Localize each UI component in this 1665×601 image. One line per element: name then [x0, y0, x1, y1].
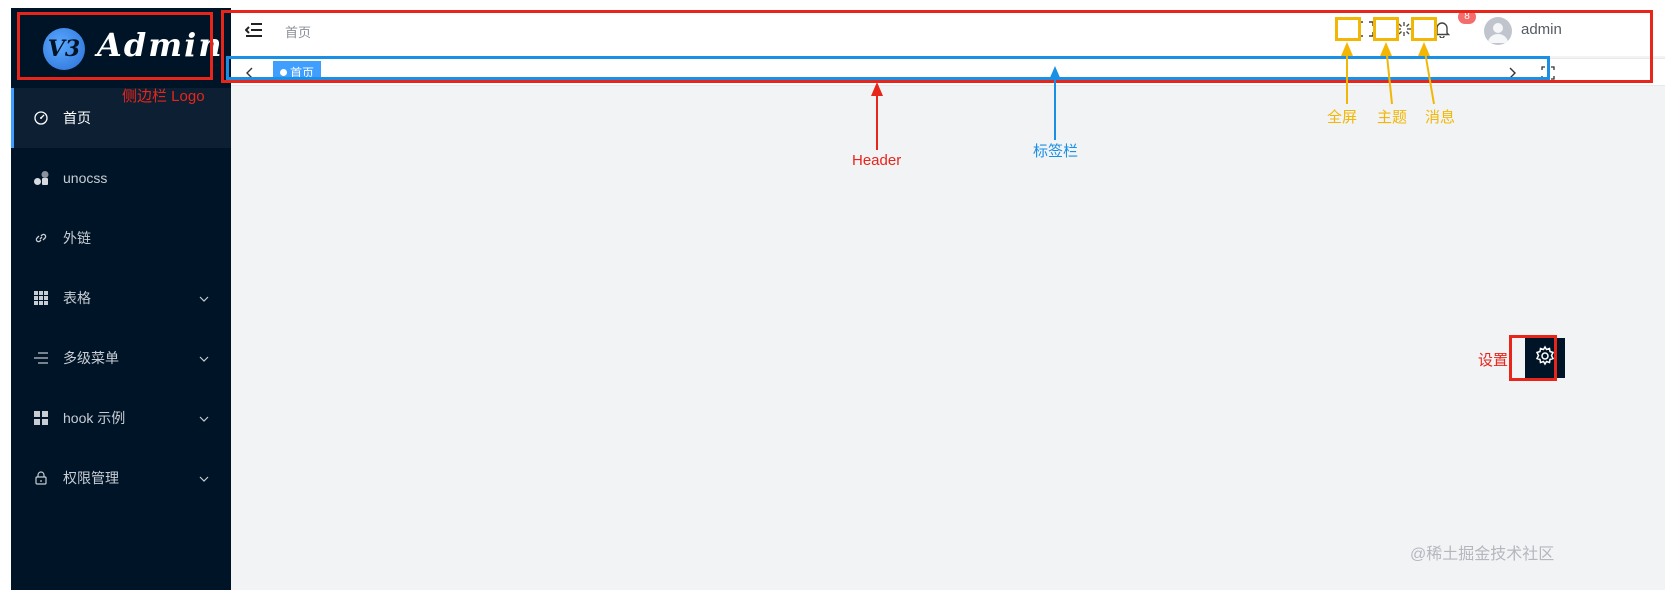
- sidebar-logo[interactable]: V3 Admin: [11, 8, 231, 88]
- app-frame: V3 Admin 首页 unocss 外链: [11, 8, 1665, 590]
- avatar[interactable]: [1484, 17, 1512, 45]
- chevron-down-icon: [199, 350, 209, 366]
- sidebar-item-label: 表格: [63, 290, 91, 306]
- tagsbar-annotation-box: [226, 56, 1550, 80]
- main-area: 首页 8 admin 首页: [231, 8, 1665, 590]
- chevron-right-icon[interactable]: [1499, 61, 1525, 85]
- sidebar-item-permission[interactable]: 权限管理: [11, 448, 231, 508]
- grid-four-icon: [33, 410, 49, 426]
- sidebar-item-label: unocss: [63, 170, 108, 186]
- sidebar-menu: 首页 unocss 外链 表格: [11, 88, 231, 508]
- fullscreen-annotation-box: [1335, 17, 1361, 41]
- sidebar-item-label: 多级菜单: [63, 350, 119, 366]
- sidebar-item-unocss[interactable]: unocss: [11, 148, 231, 208]
- active-dot: [280, 68, 287, 76]
- chevron-down-icon: [199, 470, 209, 486]
- sidebar-item-label: 首页: [63, 110, 91, 126]
- header-annotation-box: [221, 10, 1653, 83]
- bell-icon[interactable]: [1431, 18, 1453, 40]
- message-annotation-box: [1411, 17, 1437, 41]
- sidebar-item-multilevel-menu[interactable]: 多级菜单: [11, 328, 231, 388]
- settings-annotation-label: 设置: [1478, 352, 1509, 369]
- sidebar: V3 Admin 首页 unocss 外链: [11, 8, 231, 590]
- header-annotation-label: Header: [852, 152, 902, 169]
- sidebar-item-label: 外链: [63, 230, 91, 246]
- logo-mark: V3: [43, 28, 85, 70]
- link-icon: [33, 230, 49, 246]
- logo-annotation-label: 侧边栏 Logo: [122, 88, 205, 105]
- settings-annotation-box: [1509, 335, 1557, 381]
- logo-text: Admin: [97, 26, 224, 64]
- watermark: @稀土掘金技术社区: [1410, 546, 1555, 563]
- breadcrumb[interactable]: 首页: [285, 25, 312, 40]
- lock-icon: [33, 470, 49, 486]
- grid-icon: [33, 290, 49, 306]
- gear-icon: [1534, 345, 1556, 372]
- unocss-icon: [33, 170, 49, 186]
- message-annotation-label: 消息: [1425, 109, 1456, 126]
- theme-annotation-label: 主题: [1377, 109, 1408, 126]
- settings-button[interactable]: [1525, 338, 1565, 378]
- chevron-down-icon: [199, 410, 209, 426]
- chevron-left-icon[interactable]: [237, 61, 263, 85]
- dashboard-icon: [33, 110, 49, 126]
- chevron-down-icon: [199, 290, 209, 306]
- sidebar-item-label: 权限管理: [63, 470, 119, 486]
- sidebar-item-external-link[interactable]: 外链: [11, 208, 231, 268]
- tagsbar-annotation-label: 标签栏: [1033, 143, 1079, 160]
- fullscreen-annotation-label: 全屏: [1327, 109, 1358, 126]
- sidebar-item-label: hook 示例: [63, 410, 126, 426]
- sidebar-item-table[interactable]: 表格: [11, 268, 231, 328]
- sidebar-item-hook-example[interactable]: hook 示例: [11, 388, 231, 448]
- sidebar-item-home[interactable]: 首页: [11, 88, 231, 148]
- sidebar-toggle-icon[interactable]: [244, 22, 265, 40]
- logo-annotation-box: [17, 12, 213, 80]
- tags-fullscreen-icon[interactable]: [1535, 61, 1561, 85]
- notification-badge: 8: [1458, 10, 1476, 24]
- tag-label: 首页: [290, 65, 315, 80]
- theme-annotation-box: [1373, 17, 1399, 41]
- username[interactable]: admin: [1521, 21, 1562, 38]
- menu-list-icon: [33, 350, 49, 366]
